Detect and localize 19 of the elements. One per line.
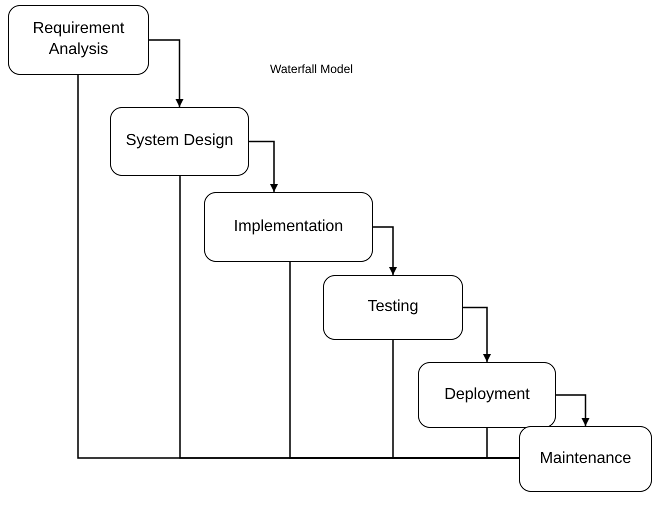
process-box <box>204 192 373 262</box>
arrow <box>149 39 184 107</box>
arrow <box>373 226 397 275</box>
box-label: Requirement Analysis <box>32 19 126 60</box>
box-label: Testing <box>368 297 418 318</box>
process-box <box>323 275 463 340</box>
process-box <box>8 5 149 75</box>
connector-line <box>486 428 519 459</box>
arrow <box>249 140 278 192</box>
box-label: Maintenance <box>540 448 632 469</box>
box-label: System Design <box>126 131 234 152</box>
process-box <box>519 426 652 492</box>
arrow <box>556 394 590 426</box>
box-label: Deployment <box>444 384 530 405</box>
arrow <box>463 306 491 362</box>
box-label: Implementation <box>234 216 344 237</box>
process-box <box>418 362 556 428</box>
process-box <box>110 107 249 176</box>
diagram-title: Waterfall Model <box>270 62 353 76</box>
